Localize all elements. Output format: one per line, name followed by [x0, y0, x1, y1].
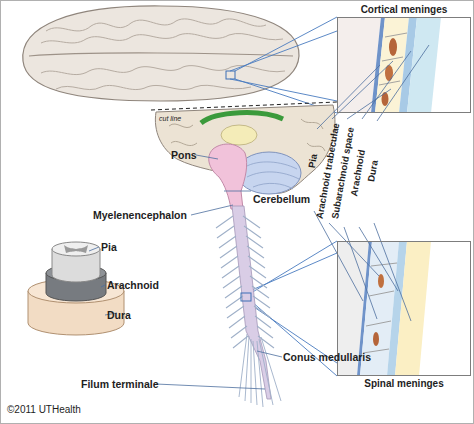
- spinal-layers-part: [395, 241, 431, 376]
- brain-sagittal-part: [169, 119, 325, 151]
- spinal-layers-part: [373, 332, 379, 346]
- brain-top-view-part: [226, 71, 235, 79]
- structure-label: Myelenencephalon: [93, 209, 187, 221]
- copyright-note: ©2011 UTHealth: [7, 404, 81, 416]
- box-heading: Cortical meninges: [338, 4, 470, 16]
- cut-line-label: cut line: [159, 113, 181, 125]
- spinal-layers-part: [363, 263, 397, 353]
- brain-sagittal-part: [209, 144, 247, 209]
- layer-label: Pia: [101, 241, 117, 253]
- layer-label: Dura: [365, 159, 381, 182]
- layer-label: Arachnoid: [107, 279, 159, 291]
- structure-label: Conus medullaris: [283, 351, 371, 363]
- brain-sagittal-part: [245, 162, 299, 189]
- brain-sagittal: [151, 102, 337, 209]
- brain-top-view-part: [29, 53, 293, 56]
- brain-sagittal-part: [221, 125, 257, 145]
- layer-label: Dura: [107, 309, 131, 321]
- cortical-layers: [337, 17, 471, 113]
- spinal-segment-part: [52, 242, 100, 256]
- structure-label: Filum terminale: [81, 378, 159, 390]
- brain-sagittal-part: [155, 105, 335, 193]
- cortical-layers-part: [407, 17, 441, 113]
- magnified-box: Cortical meninges: [337, 17, 471, 113]
- spinal-layers-part: [378, 274, 384, 288]
- cortical-layers-part: [379, 33, 407, 85]
- zoom-lines-part: [230, 17, 337, 113]
- structure-label: Pons: [171, 149, 197, 161]
- brain-top-view-part: [41, 19, 285, 90]
- layer-label: Pia: [306, 153, 320, 169]
- brain-sagittal-part: [201, 113, 283, 123]
- cortical-layers-part: [382, 92, 389, 106]
- box-heading: Spinal meninges: [338, 378, 470, 390]
- cortical-layers-part: [337, 17, 471, 113]
- spinal-cord: [216, 206, 281, 407]
- leader-lines-part: [191, 155, 251, 215]
- spinal-segment-part: [64, 245, 88, 253]
- spinal-cord-part: [241, 293, 251, 301]
- spinal-cord-part: [216, 216, 274, 348]
- leader-lines: [89, 45, 429, 389]
- spinal-cord-part: [239, 334, 281, 407]
- leader-lines-part: [314, 211, 411, 321]
- cortical-layers-part: [389, 38, 397, 56]
- brain-sagittal-part: [151, 102, 337, 110]
- leader-lines-part: [317, 45, 429, 129]
- leader-lines-part: [156, 351, 282, 389]
- structure-label: Cerebellum: [253, 193, 310, 205]
